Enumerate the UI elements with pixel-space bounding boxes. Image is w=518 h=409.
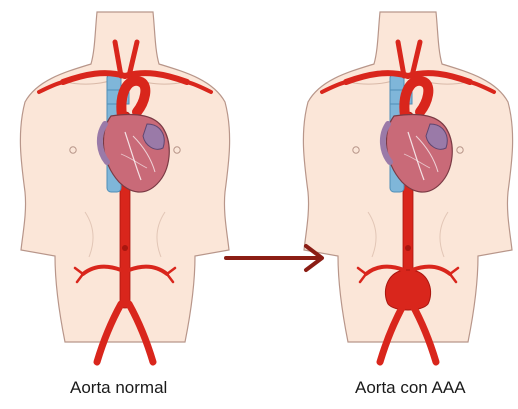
caption-aaa-aorta: Aorta con AAA: [355, 378, 466, 398]
aneurysm-bulge: [385, 270, 430, 310]
panel-normal-aorta: [20, 12, 229, 362]
caption-normal-aorta: Aorta normal: [70, 378, 167, 398]
arrow-right-icon: [226, 246, 322, 270]
panel-aaa-aorta: [303, 12, 512, 362]
